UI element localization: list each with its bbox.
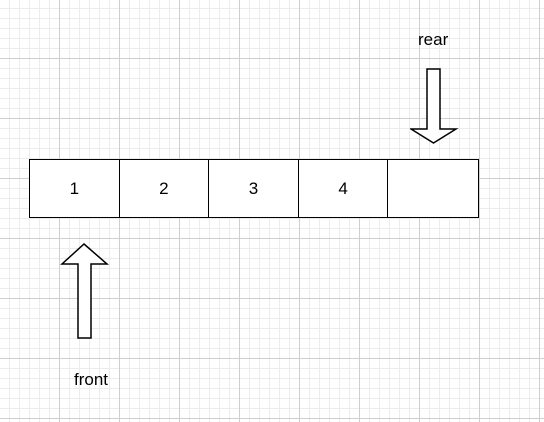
queue-cell: 1 <box>30 160 120 217</box>
queue-cell: 3 <box>209 160 299 217</box>
queue-array: 1 2 3 4 <box>29 159 479 218</box>
queue-cell-empty <box>388 160 478 217</box>
front-arrow-icon <box>60 242 110 339</box>
front-label: front <box>74 370 109 389</box>
queue-cell: 4 <box>298 160 389 217</box>
queue-cell: 2 <box>119 160 210 217</box>
rear-arrow-icon <box>410 68 459 144</box>
rear-label: rear <box>418 30 449 49</box>
